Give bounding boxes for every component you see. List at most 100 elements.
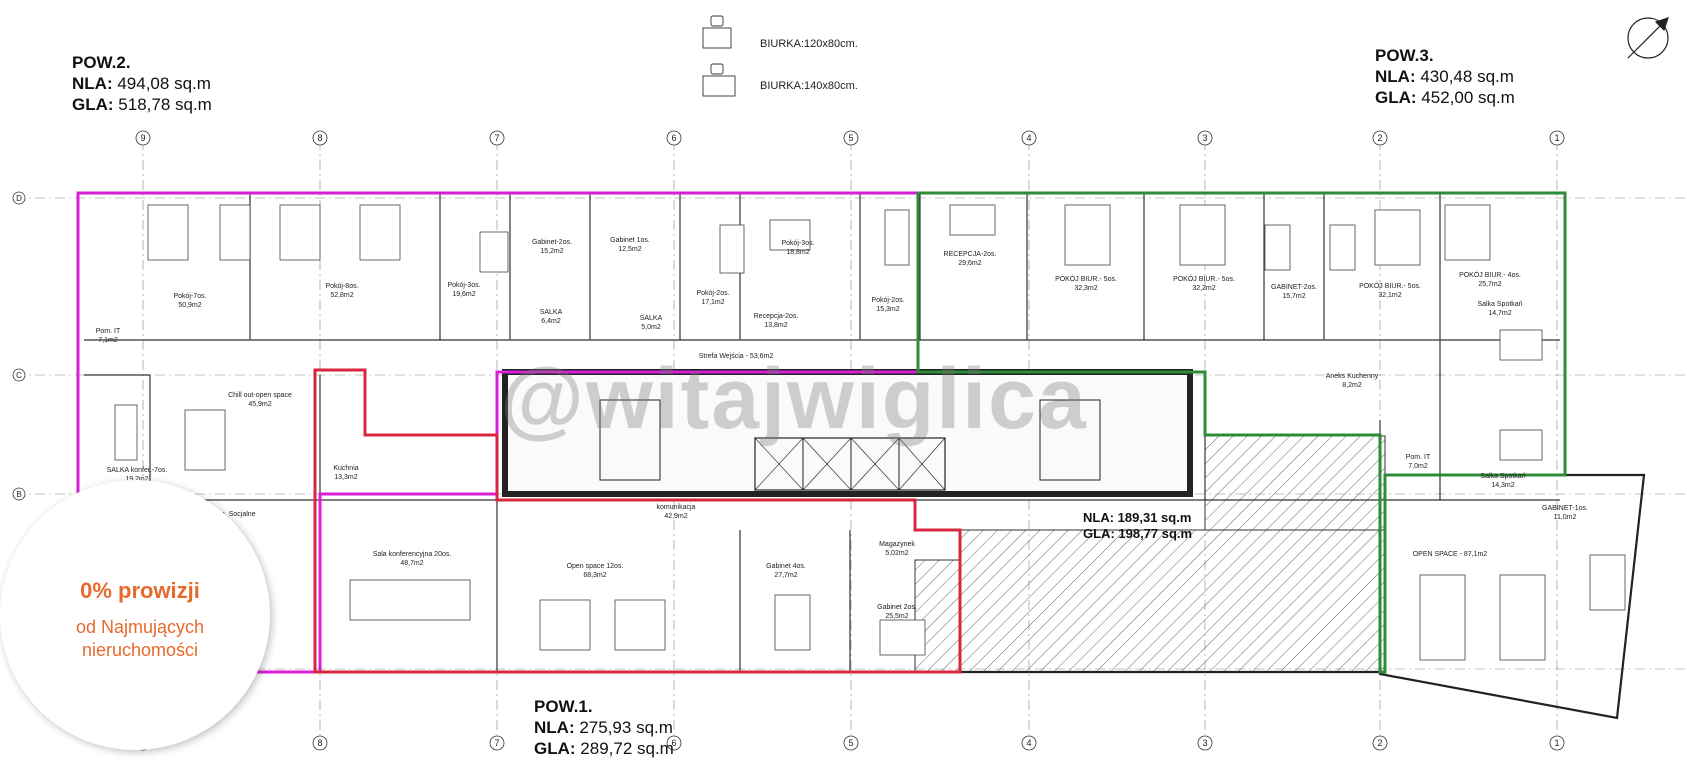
axis-bottom-4: 4 bbox=[1026, 738, 1031, 748]
room-area: 32,2m2 bbox=[1192, 285, 1215, 292]
axis-left-b: B bbox=[16, 490, 21, 499]
room-label: Gabinet-2os. bbox=[532, 239, 572, 246]
room-label: POKÓJ BIUR.- 4os. bbox=[1459, 270, 1521, 279]
legend-desk-120: BIURKA:120x80cm. bbox=[760, 38, 858, 50]
pow3-nla-value: 430,48 sq.m bbox=[1420, 67, 1514, 86]
axis-bottom-3: 3 bbox=[1202, 738, 1207, 748]
room-label: POKÓJ BIUR.- 5os. bbox=[1359, 281, 1421, 290]
room-label: OPEN SPACE - 87,1m2 bbox=[1413, 551, 1488, 558]
pow2-gla-value: 518,78 sq.m bbox=[118, 95, 212, 114]
room-area: 13,3m2 bbox=[334, 474, 357, 481]
room-label: Salka Spotkań bbox=[1477, 301, 1522, 308]
room-area: 5,0m2 bbox=[641, 324, 661, 331]
room-label: Gabinet 4os. bbox=[766, 563, 806, 570]
hatched-nla: NLA: 189,31 sq.m bbox=[1083, 510, 1192, 525]
hatched-area-info: NLA: 189,31 sq.m GLA: 198,77 sq.m bbox=[1083, 510, 1192, 542]
axis-bottom-2: 2 bbox=[1377, 738, 1382, 748]
pow1-title: POW.1. bbox=[534, 697, 593, 716]
room-area: 27,7m2 bbox=[774, 572, 797, 579]
room-area: 5,02m2 bbox=[885, 550, 908, 557]
axis-top-4: 4 bbox=[1026, 133, 1031, 143]
room-area: 15,3m2 bbox=[876, 306, 899, 313]
pow1-gla-label: GLA: bbox=[534, 739, 576, 758]
room-area: 25,7m2 bbox=[1478, 281, 1501, 288]
axis-bottom-6: 6 bbox=[671, 738, 676, 748]
room-area: 13,8m2 bbox=[764, 322, 787, 329]
room-label: Kuchnia bbox=[333, 465, 358, 472]
room-label: Pokój-8os. bbox=[325, 283, 358, 290]
pow3-outline bbox=[916, 191, 1567, 674]
room-area: 68,3m2 bbox=[583, 572, 606, 579]
room-label: SALKA bbox=[640, 315, 663, 322]
room-area: 14,7m2 bbox=[1488, 310, 1511, 317]
room-area: 15,7m2 bbox=[1282, 293, 1305, 300]
room-area: 19,6m2 bbox=[452, 291, 475, 298]
room-area: 17,1m2 bbox=[701, 299, 724, 306]
axis-top-7: 7 bbox=[494, 133, 499, 143]
room-area: 42,9m2 bbox=[664, 513, 687, 520]
pow1-gla-value: 289,72 sq.m bbox=[580, 739, 674, 758]
room-area: 18,8m2 bbox=[786, 249, 809, 256]
room-label: SALKA bbox=[540, 309, 563, 316]
room-area: 48,7m2 bbox=[400, 560, 423, 567]
promo-badge bbox=[0, 480, 270, 750]
room-label: komunikacja bbox=[657, 504, 696, 511]
pow1-outline bbox=[313, 368, 962, 674]
axis-left-d: D bbox=[16, 194, 22, 203]
axis-bottom-7: 7 bbox=[494, 738, 499, 748]
pow3-gla-label: GLA: bbox=[1375, 88, 1417, 107]
axis-bottom-1: 1 bbox=[1554, 738, 1559, 748]
axis-left-c: C bbox=[16, 371, 22, 380]
pow2-gla-label: GLA: bbox=[72, 95, 114, 114]
pow2-info: POW.2. NLA: 494,08 sq.m GLA: 518,78 sq.m bbox=[72, 52, 212, 115]
pow1-nla-label: NLA: bbox=[534, 718, 575, 737]
room-label: Pokój-2os. bbox=[871, 297, 904, 304]
room-label: Pokój-3os. bbox=[781, 240, 814, 247]
room-label: Recepcja-2os. bbox=[754, 313, 799, 320]
room-label: Gabinet 1os. bbox=[610, 237, 650, 244]
room-label: Pom. Socjalne bbox=[210, 511, 255, 518]
axis-top-3: 3 bbox=[1202, 133, 1207, 143]
room-label: Pokój-7os. bbox=[173, 293, 206, 300]
pow3-title: POW.3. bbox=[1375, 46, 1434, 65]
pow2-nla-value: 494,08 sq.m bbox=[117, 74, 211, 93]
room-label: GABINET-1os. bbox=[1542, 505, 1588, 512]
pow3-info: POW.3. NLA: 430,48 sq.m GLA: 452,00 sq.m bbox=[1375, 45, 1515, 108]
room-label: Pokój-3os. bbox=[447, 282, 480, 289]
desk-legend-icons bbox=[702, 15, 736, 97]
room-area: 15,2m2 bbox=[540, 248, 563, 255]
room-area: 32,1m2 bbox=[1378, 292, 1401, 299]
axis-bottom-8: 8 bbox=[317, 738, 322, 748]
room-label: Aneks Kuchenny bbox=[1326, 373, 1379, 380]
pow1-info: POW.1. NLA: 275,93 sq.m GLA: 289,72 sq.m bbox=[534, 696, 674, 759]
promo-line-1: od Najmujących bbox=[75, 617, 205, 637]
axis-top-9: 9 bbox=[140, 133, 145, 143]
room-label: POKÓJ BIUR.- 5os. bbox=[1055, 274, 1117, 283]
room-label: Gabinet 2os. bbox=[877, 604, 917, 611]
core-structure bbox=[502, 369, 1193, 497]
room-area: 7,0m2 bbox=[1408, 463, 1428, 470]
promo-title: 0% prowizji bbox=[80, 578, 200, 603]
room-label: GABINET-2os. bbox=[1271, 284, 1317, 291]
room-label: Sala konferencyjna 20os. bbox=[373, 551, 452, 558]
room-label: SALKA konfer.-7os. bbox=[107, 467, 168, 474]
room-label: Salka Spotkań bbox=[1480, 473, 1525, 480]
room-area: 14,3m2 bbox=[1491, 482, 1514, 489]
room-area: 29,6m2 bbox=[958, 260, 981, 267]
room-label: Open space 12os. bbox=[567, 563, 624, 570]
room-label: Strefa Wejścia - 53,6m2 bbox=[699, 353, 774, 360]
room-area: 50,9m2 bbox=[178, 302, 201, 309]
room-area: 8,2m2 bbox=[1342, 382, 1362, 389]
room-area: 25,5m2 bbox=[885, 613, 908, 620]
furniture bbox=[114, 204, 1626, 661]
pow1-nla-value: 275,93 sq.m bbox=[579, 718, 673, 737]
hatched-gla: GLA: 198,77 sq.m bbox=[1083, 526, 1193, 541]
room-area: 6,4m2 bbox=[541, 318, 561, 325]
pow2-title: POW.2. bbox=[72, 53, 131, 72]
room-area: 11,0m2 bbox=[1554, 514, 1577, 521]
room-area: 45,9m2 bbox=[248, 401, 271, 408]
axis-bottom-5: 5 bbox=[848, 738, 853, 748]
room-area: 12,5m2 bbox=[618, 246, 641, 253]
axis-top-1: 1 bbox=[1554, 133, 1559, 143]
room-label: Magazynek bbox=[879, 541, 915, 548]
